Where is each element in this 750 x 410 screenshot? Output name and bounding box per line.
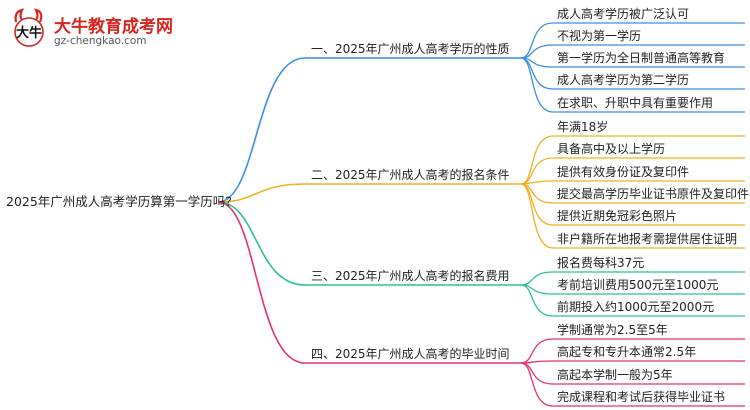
leaf-label: 学制通常为2.5至5年 [557, 323, 668, 337]
logo-title: 大牛教育成考网 [54, 17, 173, 37]
leaf-connector [520, 338, 554, 364]
leaf-connector [520, 57, 554, 90]
leaf-label: 前期投入约1000元至2000元 [557, 300, 715, 314]
leaf-connector [520, 157, 554, 185]
bull-logo-icon: 大牛 [14, 8, 44, 47]
leaf-label: 第一学历为全日制普通高等教育 [557, 51, 726, 65]
leaf-label: 成人高考学历为第二学历 [557, 73, 690, 87]
site-logo[interactable]: 大牛 大牛教育成考网 gz-chengkao.com [10, 8, 173, 54]
leaf-label: 考前培训费用500元至1000元 [557, 278, 719, 292]
leaf-connector [520, 271, 554, 286]
leaf-label: 提供有效身份证及复印件 [557, 165, 690, 179]
leaf-label: 非户籍所在地报考需提供居住证明 [557, 232, 738, 246]
leaf-label: 提交最高学历毕业证书原件及复印件 [557, 187, 750, 201]
leaf-connector [520, 362, 554, 407]
branch-label: 一、2025年广州成人高考学历的性质 [311, 42, 510, 56]
leaf-connector [520, 135, 554, 185]
logo-url: gz-chengkao.com [54, 35, 147, 47]
leaf-label: 不视为第一学历 [557, 29, 642, 43]
leaf-label: 报名费每科37元 [557, 256, 645, 270]
root-branch-connector [217, 183, 306, 203]
leaf-connector [520, 284, 554, 317]
leaf-label: 高起专和专升本通常2.5年 [557, 345, 697, 359]
branch-label: 三、2025年广州成人高考的报名费用 [311, 269, 510, 283]
branch-label: 四、2025年广州成人高考的毕业时间 [311, 347, 510, 361]
leaf-label: 完成课程和考试后获得毕业证书 [557, 390, 726, 404]
root-branch-connector [217, 201, 306, 286]
leaf-label: 提供近期免冠彩色照片 [557, 209, 678, 223]
mindmap-root: 2025年广州成人高考学历算第一学历吗？ [6, 194, 238, 209]
leaf-label: 在求职、升职中具有重要作用 [557, 96, 714, 110]
leaf-connector [520, 57, 554, 113]
leaf-label: 成人高考学历被广泛认可 [557, 7, 690, 21]
branch-label: 二、2025年广州成人高考的报名条件 [311, 168, 510, 182]
leaf-label: 年满18岁 [557, 120, 609, 134]
leaf-connector [520, 22, 554, 59]
root-branch-connector [217, 57, 306, 203]
logo-mark-text: 大牛 [16, 25, 42, 41]
leaf-connector [520, 183, 554, 249]
root-branch-connector [217, 201, 306, 364]
leaf-connector [520, 183, 554, 226]
leaf-label: 高起本学制一般为5年 [557, 368, 673, 382]
leaf-label: 具备高中及以上学历 [557, 142, 666, 156]
